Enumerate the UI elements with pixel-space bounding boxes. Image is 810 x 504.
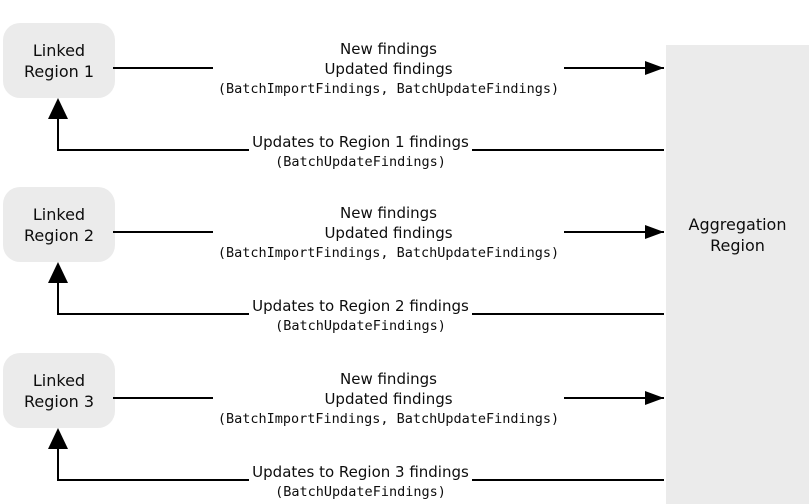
return-api-label: (BatchUpdateFindings) — [275, 484, 446, 500]
connector-line — [471, 313, 664, 315]
return-flow-region-3: Updates to Region 3 findings (BatchUpdat… — [57, 464, 664, 502]
connector-line — [57, 313, 250, 315]
return-label-line1: Updates to Region 1 findings — [252, 133, 469, 151]
linked-region-1-label: Linked Region 1 — [23, 40, 95, 81]
connector-line — [113, 397, 213, 399]
outbound-api-label: (BatchImportFindings, BatchUpdateFinding… — [217, 81, 560, 97]
return-flow-label: Updates to Region 3 findings (BatchUpdat… — [249, 464, 472, 502]
aggregation-region-label: Aggregation Region — [688, 215, 787, 255]
return-api-label: (BatchUpdateFindings) — [275, 154, 446, 170]
return-arrow-line — [57, 283, 59, 315]
aggregation-region-box: Aggregation Region — [666, 45, 809, 504]
connector-line — [57, 479, 250, 481]
return-api-label: (BatchUpdateFindings) — [275, 318, 446, 334]
connector-line — [57, 149, 250, 151]
outbound-flow-region-2: New findings Updated findings (BatchImpo… — [113, 203, 664, 263]
outbound-label-line2: Updated findings — [324, 60, 453, 78]
outbound-api-label: (BatchImportFindings, BatchUpdateFinding… — [217, 245, 560, 261]
connector-line — [471, 149, 664, 151]
outbound-flow-region-1: New findings Updated findings (BatchImpo… — [113, 39, 664, 99]
outbound-flow-region-3: New findings Updated findings (BatchImpo… — [113, 369, 664, 429]
connector-line — [113, 67, 213, 69]
linked-region-2-label: Linked Region 2 — [23, 204, 95, 245]
return-flow-label: Updates to Region 1 findings (BatchUpdat… — [249, 134, 472, 172]
outbound-label-line2: Updated findings — [324, 224, 453, 242]
up-arrowhead-icon — [48, 428, 68, 449]
up-arrowhead-icon — [48, 262, 68, 283]
outbound-flow-label: New findings Updated findings (BatchImpo… — [213, 203, 564, 263]
outbound-api-label: (BatchImportFindings, BatchUpdateFinding… — [217, 411, 560, 427]
outbound-label-line1: New findings — [340, 204, 437, 222]
linked-region-2-box: Linked Region 2 — [3, 187, 115, 262]
return-arrow-line — [57, 449, 59, 481]
connector-line — [564, 61, 664, 75]
outbound-flow-label: New findings Updated findings (BatchImpo… — [213, 369, 564, 429]
return-arrow-line — [57, 119, 59, 151]
linked-region-3-label: Linked Region 3 — [23, 370, 95, 411]
linked-region-1-box: Linked Region 1 — [3, 23, 115, 98]
return-flow-label: Updates to Region 2 findings (BatchUpdat… — [249, 298, 472, 336]
outbound-label-line2: Updated findings — [324, 390, 453, 408]
return-label-line1: Updates to Region 3 findings — [252, 463, 469, 481]
outbound-label-line1: New findings — [340, 40, 437, 58]
outbound-flow-label: New findings Updated findings (BatchImpo… — [213, 39, 564, 99]
linked-region-3-box: Linked Region 3 — [3, 353, 115, 428]
right-arrowhead-icon — [645, 225, 664, 239]
connector-line — [471, 479, 664, 481]
outbound-label-line1: New findings — [340, 370, 437, 388]
up-arrowhead-icon — [48, 98, 68, 119]
right-arrowhead-icon — [645, 61, 664, 75]
aggregation-region-label-wrap: Aggregation Region — [666, 214, 809, 256]
return-flow-region-1: Updates to Region 1 findings (BatchUpdat… — [57, 134, 664, 172]
connector-line — [564, 391, 664, 405]
return-flow-region-2: Updates to Region 2 findings (BatchUpdat… — [57, 298, 664, 336]
return-label-line1: Updates to Region 2 findings — [252, 297, 469, 315]
right-arrowhead-icon — [645, 391, 664, 405]
connector-line — [564, 225, 664, 239]
connector-line — [113, 231, 213, 233]
